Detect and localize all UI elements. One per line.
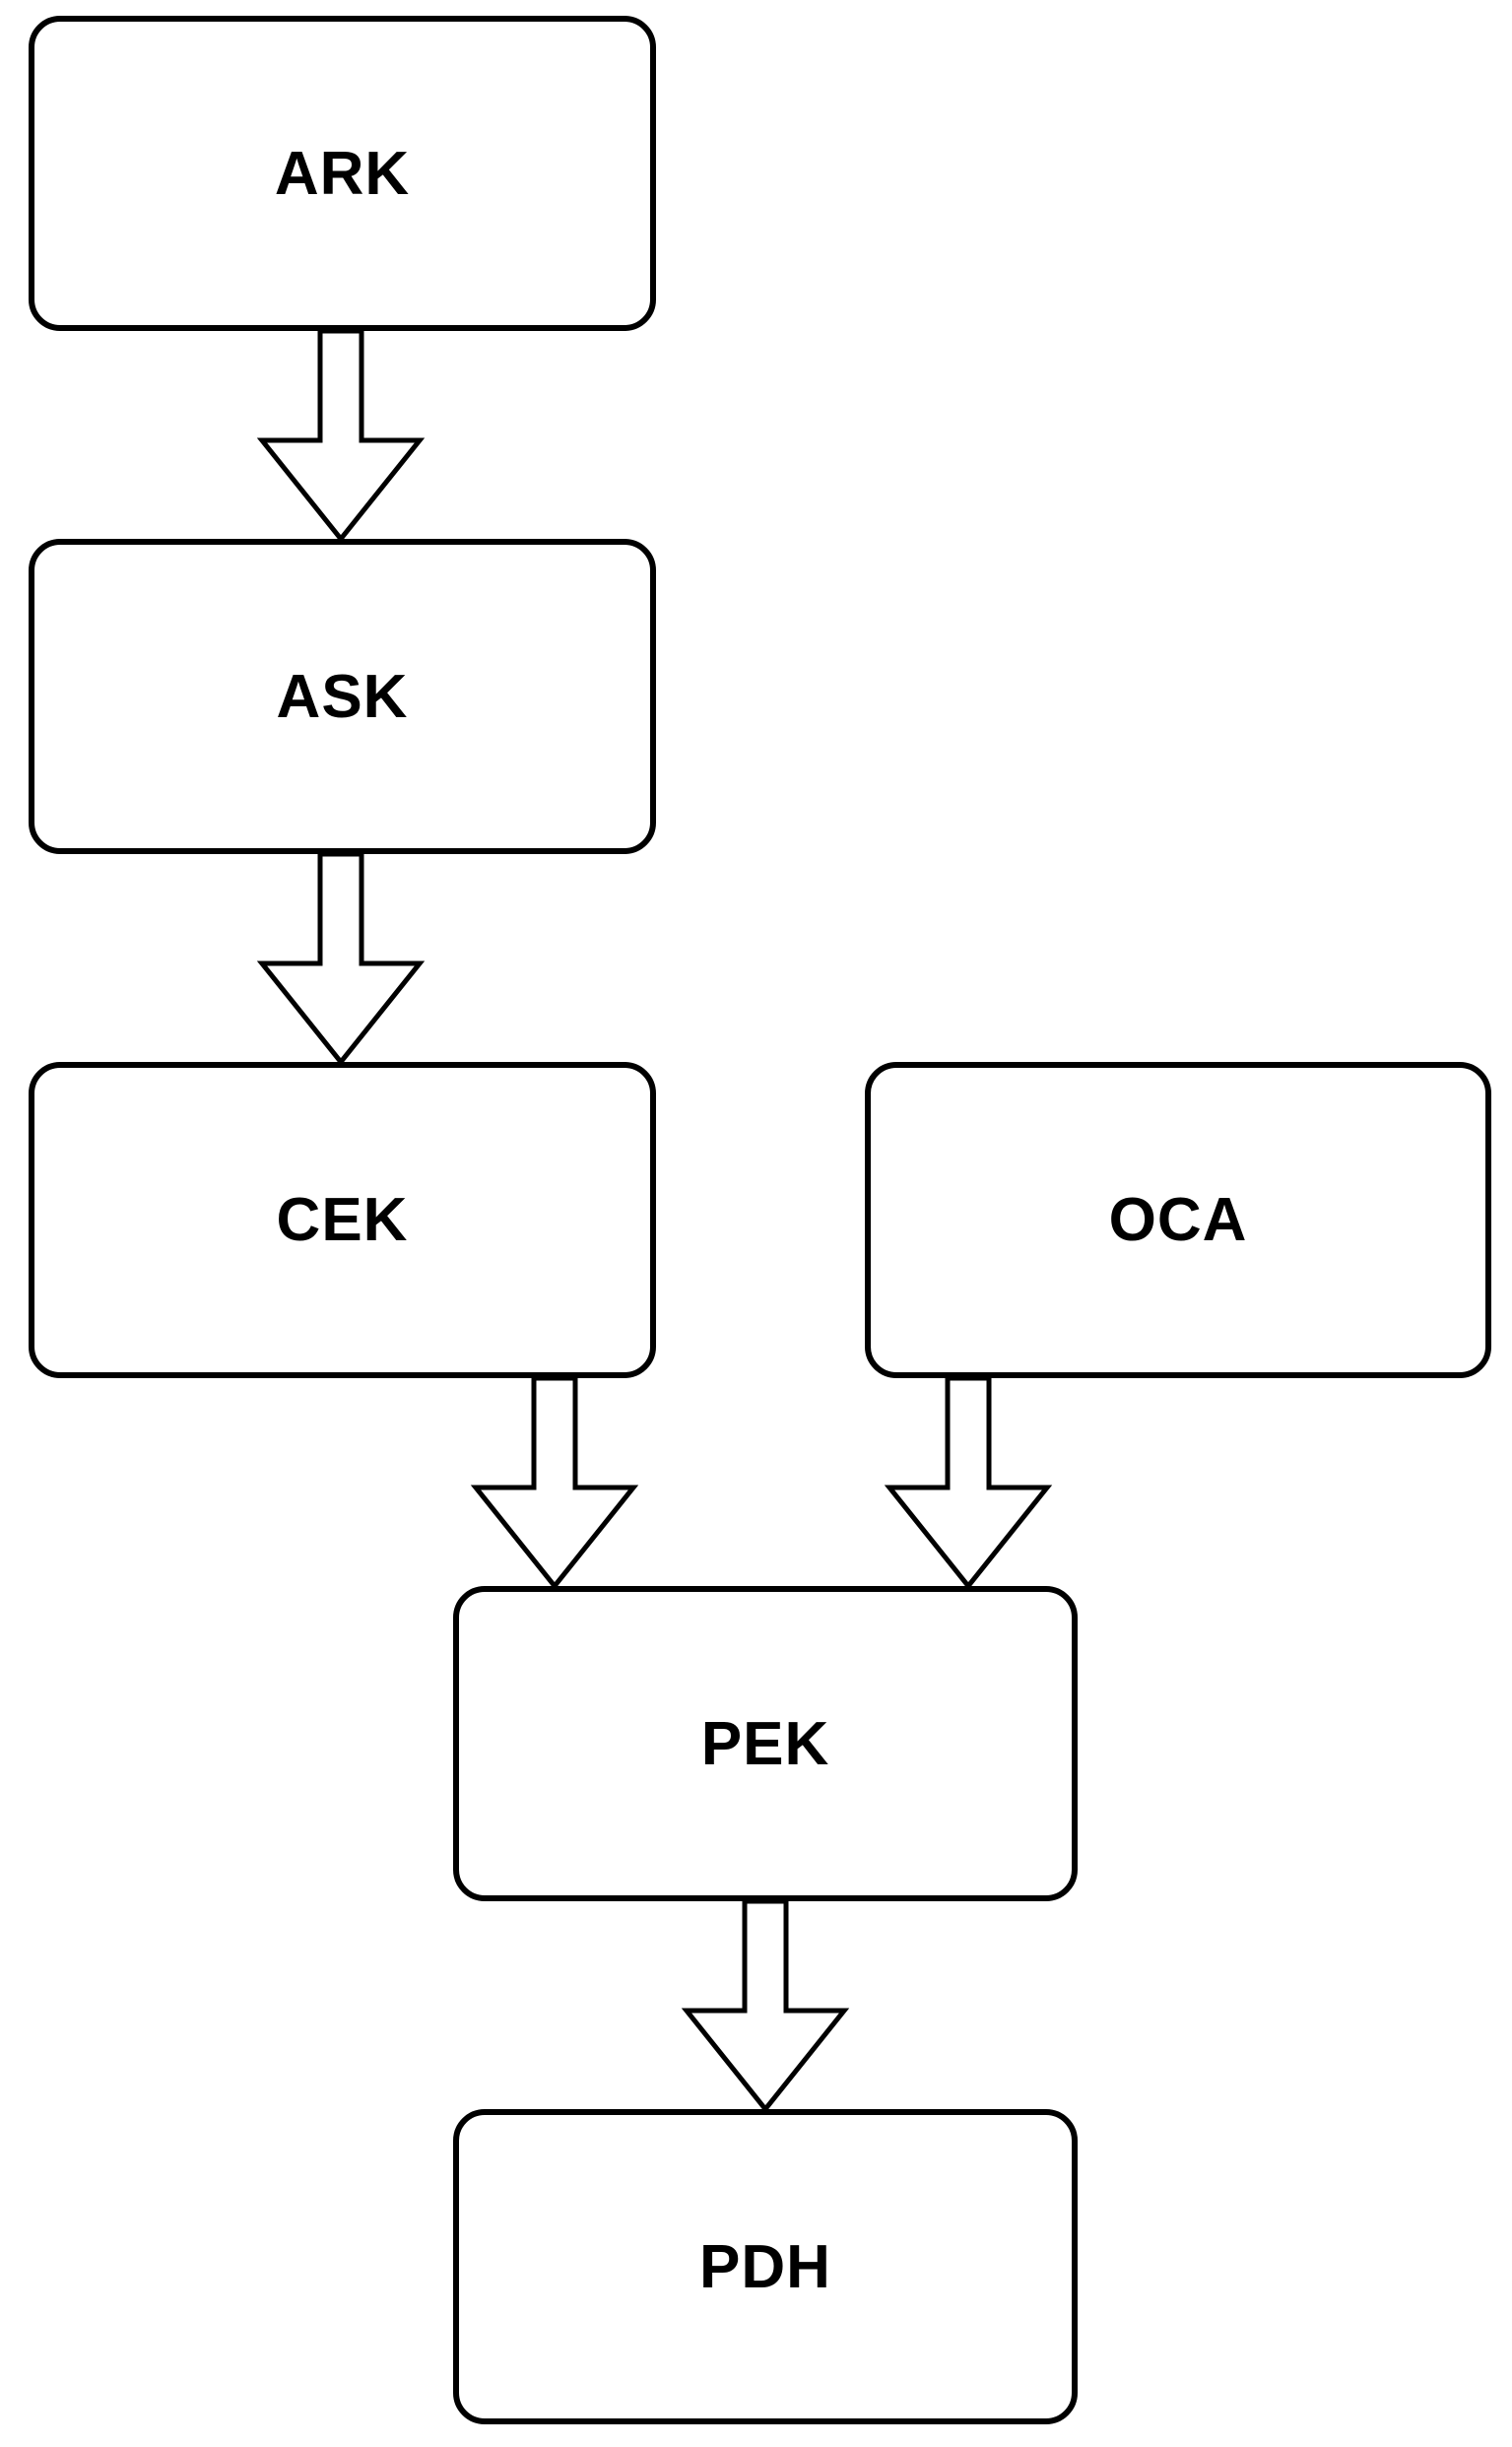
node-cek-label: CEK (276, 1186, 409, 1254)
node-pek: PEK (453, 1586, 1078, 1901)
arrow-ask-to-cek-icon (256, 851, 426, 1067)
node-pdh: PDH (453, 2109, 1078, 2424)
node-pek-label: PEK (700, 1709, 830, 1778)
node-cek: CEK (29, 1062, 656, 1378)
node-oca: OCA (865, 1062, 1491, 1378)
node-ask-label: ASK (276, 662, 409, 731)
arrow-pek-to-pdh-icon (681, 1898, 850, 2114)
node-ask: ASK (29, 539, 656, 854)
node-oca-label: OCA (1108, 1186, 1248, 1254)
arrow-ark-to-ask-icon (256, 328, 426, 544)
node-pdh-label: PDH (699, 2232, 831, 2301)
node-ark: ARK (29, 16, 656, 331)
arrow-cek-to-pek-icon (470, 1375, 639, 1591)
arrow-oca-to-pek-icon (884, 1375, 1053, 1591)
node-ark-label: ARK (274, 139, 411, 208)
